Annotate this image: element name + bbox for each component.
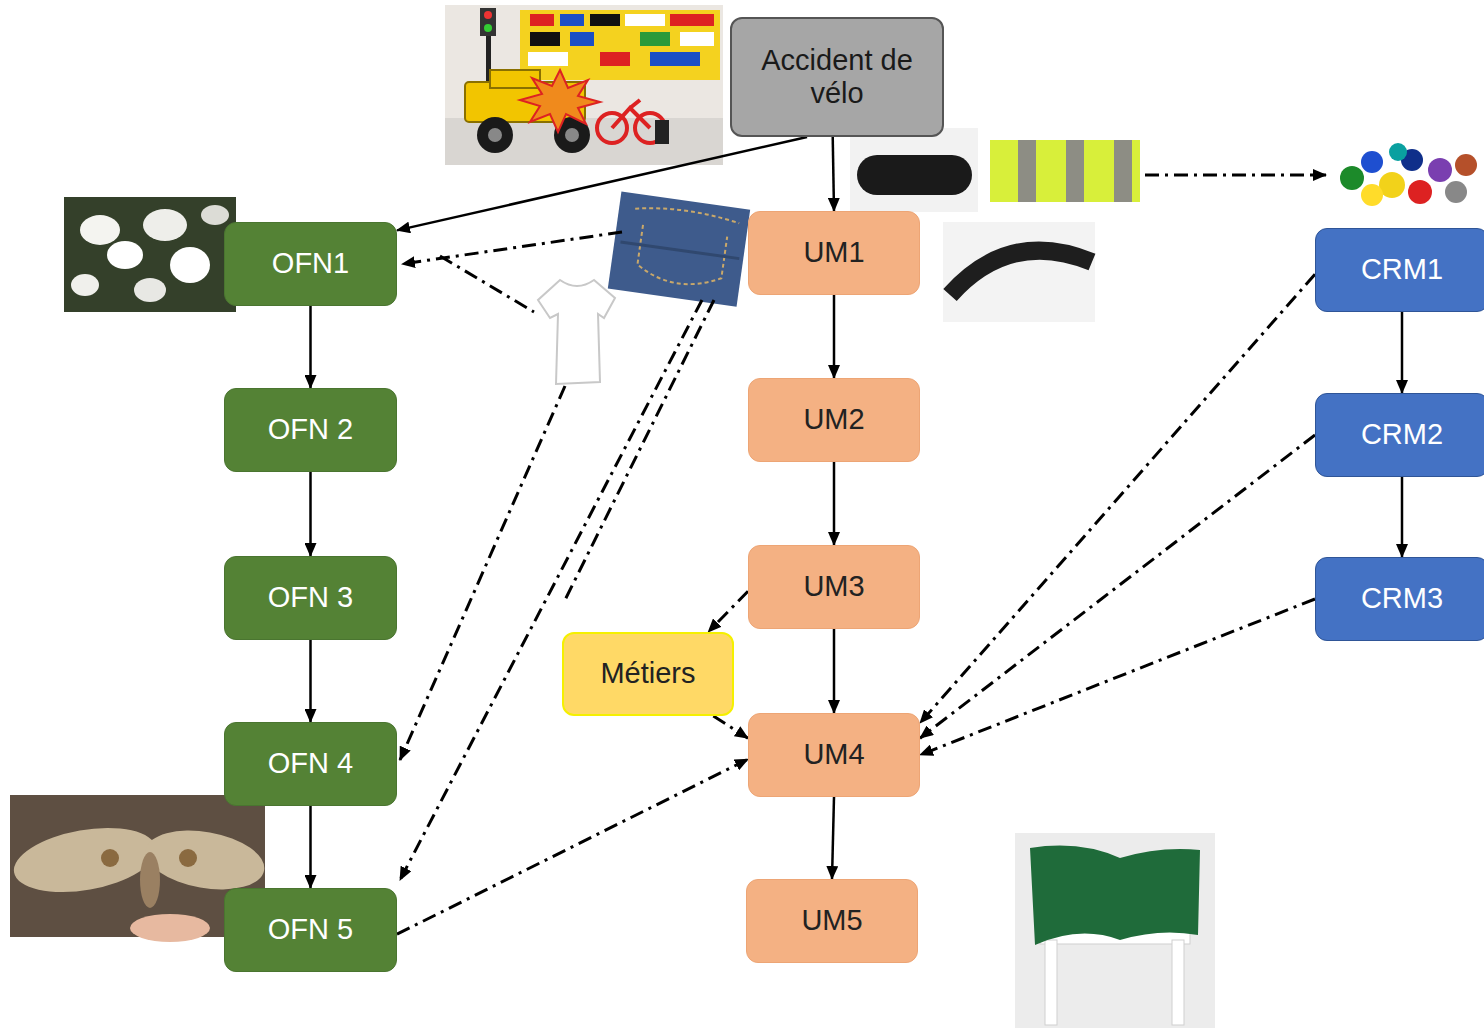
ofn-box: OFN 5 <box>224 888 397 972</box>
node-label: UM3 <box>803 570 864 603</box>
node-label: OFN1 <box>272 247 349 280</box>
cotton-photo <box>64 197 236 312</box>
ofn-box: OFN 3 <box>224 556 397 640</box>
node-label: UM5 <box>801 904 862 937</box>
flow-arrow <box>833 137 834 211</box>
tshirt-photo <box>538 280 615 384</box>
node-label: OFN 2 <box>268 413 353 446</box>
node-label: CRM1 <box>1361 253 1443 286</box>
spools-photo <box>1340 143 1477 206</box>
um-box: UM5 <box>746 879 918 963</box>
dashdot-connector <box>708 591 748 632</box>
event-box: Accident de vélo <box>730 17 944 137</box>
fabric-sample-photo <box>1015 833 1215 1028</box>
flow-arrow <box>833 629 836 713</box>
ofn-box: OFN 2 <box>224 388 397 472</box>
flow-arrow <box>833 462 836 545</box>
crm-box: CRM3 <box>1315 557 1484 641</box>
crm-box: CRM1 <box>1315 228 1484 312</box>
dashdot-connector <box>397 759 748 934</box>
flow-arrow <box>833 295 836 378</box>
jeans-photo <box>608 192 750 307</box>
node-label: Métiers <box>600 657 695 690</box>
reflective-strip-photo <box>990 140 1140 202</box>
flow-arrow <box>309 306 312 388</box>
flow-arrow <box>309 472 312 556</box>
node-label: UM2 <box>803 403 864 436</box>
um-box: UM4 <box>748 713 920 797</box>
um-box: UM1 <box>748 211 920 295</box>
dashdot-connector <box>920 435 1315 738</box>
node-label: CRM2 <box>1361 418 1443 451</box>
tube-photo <box>850 128 978 212</box>
leader-lines <box>400 175 1326 880</box>
crm-box: CRM2 <box>1315 393 1484 477</box>
node-label: OFN 3 <box>268 581 353 614</box>
flow-arrow <box>832 797 834 879</box>
node-label: OFN 5 <box>268 913 353 946</box>
trades-box: Métiers <box>562 632 734 716</box>
um-box: UM3 <box>748 545 920 629</box>
node-label: Accident de vélo <box>732 44 942 111</box>
node-label: CRM3 <box>1361 582 1443 615</box>
ofn-box: OFN 4 <box>224 722 397 806</box>
flow-arrow <box>309 806 312 888</box>
flow-arrow <box>397 137 807 230</box>
flow-arrow <box>1401 477 1404 557</box>
node-label: UM4 <box>803 738 864 771</box>
lego-accident-photo <box>445 5 723 165</box>
node-label: OFN 4 <box>268 747 353 780</box>
rubber-band-photo <box>943 222 1095 322</box>
flow-arrow <box>1401 312 1404 393</box>
dashdot-connector <box>920 274 1315 723</box>
ofn-box: OFN1 <box>224 222 397 306</box>
node-label: UM1 <box>803 236 864 269</box>
dashdot-connector <box>713 716 748 738</box>
um-box: UM2 <box>748 378 920 462</box>
flow-arrow <box>309 640 312 722</box>
dashdot-connector <box>920 599 1315 755</box>
